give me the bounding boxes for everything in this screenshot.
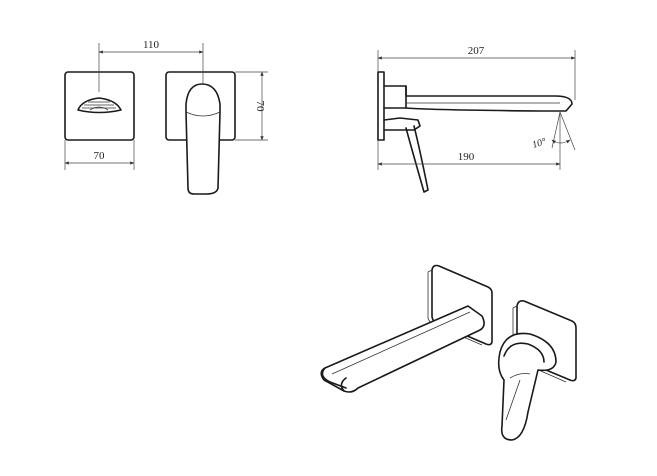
dim-label-70-height: 70 (254, 101, 266, 113)
front-view: 110 70 70 (64, 39, 268, 195)
isometric-view (320, 264, 577, 441)
dim-label-110: 110 (143, 39, 160, 51)
dim-label-207: 207 (468, 45, 485, 57)
side-spout (383, 85, 573, 112)
dim-label-10-degrees: 10° (531, 136, 548, 151)
side-view: 207 190 10° (377, 45, 576, 193)
dim-front-plate-width: 70 (64, 140, 135, 170)
dim-side-spout-length: 190 (377, 112, 561, 170)
dim-side-overall-length: 207 (377, 45, 576, 100)
iso-handle (497, 332, 557, 441)
dim-spout-angle: 10° (531, 111, 576, 151)
spout-outlet-front (77, 97, 122, 114)
handle-front (185, 83, 221, 195)
side-handle (383, 117, 429, 193)
spout-wall-plate (64, 71, 135, 141)
dim-front-overall-width: 110 (98, 39, 204, 92)
iso-spout (320, 305, 485, 393)
dim-label-70-width: 70 (94, 150, 106, 162)
dim-label-190: 190 (458, 151, 475, 163)
side-wall-plate (377, 71, 385, 141)
dim-front-plate-height: 70 (235, 71, 268, 141)
